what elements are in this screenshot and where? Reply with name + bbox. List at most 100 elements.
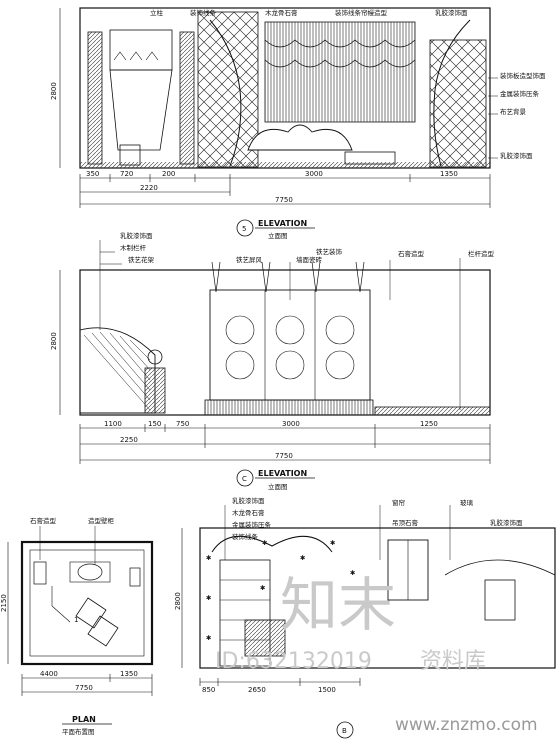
display-shelf: [109, 29, 173, 71]
top-total: 7750: [275, 196, 293, 204]
top-right-labels: 装饰板造型饰面 金属装饰压条 布艺背景 乳胶漆饰面: [488, 71, 546, 160]
step: [374, 406, 491, 416]
mid-height-dim: 2800: [50, 332, 58, 350]
bottom-label-7: 玻璃: [460, 498, 474, 507]
svg-text:✱: ✱: [350, 569, 355, 577]
mid-total: 7750: [275, 452, 293, 460]
top-seg-2: 720: [120, 170, 133, 178]
plan-total: 7750: [75, 684, 93, 692]
svg-text:✱: ✱: [206, 594, 211, 602]
desk-unit: [244, 619, 286, 657]
top-seg-1: 350: [86, 170, 99, 178]
label-paint-right: 乳胶漆饰面: [500, 151, 533, 160]
mid-seg-6: 1250: [420, 420, 438, 428]
screen-base: [204, 399, 374, 416]
top-labels: 立柱 装饰线条 木龙骨石膏 装饰线条帘幔造型 乳胶漆饰面: [150, 8, 468, 17]
mid-label-4: 铁艺装饰: [316, 247, 343, 256]
mid-seg-3: 750: [176, 420, 189, 428]
top-seg-3: 200: [162, 170, 175, 178]
svg-text:✱: ✱: [330, 539, 335, 547]
mid-label-2: 木制栏杆: [120, 243, 147, 252]
top-elevation: 2800 立柱 装饰线条 木龙骨石膏 装饰线条帘幔造型 乳胶漆饰面 装饰板造型饰…: [50, 7, 546, 240]
top-title-sub: 立面图: [268, 231, 288, 240]
label-paint: 乳胶漆饰面: [435, 8, 468, 17]
curtain-drape: [264, 21, 416, 123]
mid-dimensions: 1100 150 750 2250 3000 1250 7750: [79, 420, 491, 464]
mid-label-8: 栏杆造型: [468, 249, 495, 258]
svg-text:✱: ✱: [262, 539, 267, 547]
bottom-label-8: 乳胶漆饰面: [490, 518, 523, 527]
label-strip: 金属装饰压条: [500, 89, 540, 98]
svg-text:✱: ✱: [300, 554, 305, 562]
label-panel: 装饰板造型饰面: [500, 71, 546, 80]
bottom-seg-2: 2650: [248, 686, 266, 694]
bottom-seg-1: 850: [202, 686, 215, 694]
bookcase: [219, 559, 271, 667]
bottom-label-2: 木龙骨石膏: [232, 508, 265, 517]
label-curtain: 装饰线条帘幔造型: [335, 8, 388, 17]
middle-elevation: 2800 乳胶漆饰面 木制栏杆 铁艺花架 铁艺装饰 铁艺屏风 墙面瓷砖 石膏造型…: [50, 231, 495, 491]
top-seg-4: 3000: [305, 170, 323, 178]
stair-railing: [79, 327, 156, 414]
bottom-label-4: 装饰线条: [232, 532, 259, 541]
mid-seg-4: 2250: [120, 436, 138, 444]
watermark-brand: 知末: [280, 571, 396, 639]
plan-height-dim: 2150: [0, 594, 8, 612]
label-fabric: 布艺背景: [500, 107, 527, 116]
mid-title-number: C: [242, 475, 247, 483]
bottom-elevation-frame: [199, 527, 556, 669]
top-dimensions: 350 720 200 3000 1350 2220 7750: [79, 170, 491, 208]
mid-label-5: 铁艺屏风: [236, 255, 263, 264]
svg-text:✱: ✱: [206, 554, 211, 562]
svg-text:✱: ✱: [206, 634, 211, 642]
plan-desk: [75, 597, 107, 629]
bottom-title-marker: [336, 721, 354, 739]
plan-view: 1 石膏造型 造型壁柜 2150 4400 1350 7750 PLAN 平面布…: [0, 516, 154, 736]
right-pillar: [179, 31, 195, 165]
mid-title-sub: 立面图: [268, 482, 288, 491]
mid-label-1: 乳胶漆饰面: [120, 231, 153, 240]
plan-label-left: 石膏造型: [30, 516, 57, 525]
plan-subtitle: 平面布置图: [62, 727, 95, 736]
svg-text:✱: ✱: [260, 584, 265, 592]
top-subtotal: 2220: [140, 184, 158, 192]
bottom-title-number: B: [342, 727, 347, 735]
plan-walls: [20, 540, 154, 666]
bottom-dimensions: 850 2650 1500: [199, 678, 361, 694]
diamond-panel-left: [197, 11, 259, 168]
plan-table: [77, 563, 103, 581]
door-frame: [109, 69, 173, 151]
bottom-elevation: ✱✱ ✱✱ ✱✱ ✱✱ 2800 乳胶漆饰面 木龙骨石膏 金属装饰压条 装饰线条…: [174, 496, 556, 739]
bottom-height-dim: 2800: [174, 592, 182, 610]
top-height-dim: 2800: [50, 82, 58, 100]
iron-screen: [209, 289, 371, 401]
left-pillar: [87, 31, 103, 165]
bottom-label-5: 窗帘: [392, 498, 406, 507]
label-pillar: 立柱: [150, 8, 164, 17]
plan-title: PLAN: [72, 715, 96, 724]
top-title-text: ELEVATION: [258, 219, 307, 228]
mid-label-3: 铁艺花架: [128, 255, 155, 264]
watermark-library: 资料库: [420, 649, 486, 674]
top-seg-5: 1350: [440, 170, 458, 178]
diamond-panel-right: [429, 39, 487, 168]
sofa: [247, 124, 353, 151]
mid-title: C ELEVATION 立面图: [236, 469, 315, 491]
bottom-label-1: 乳胶漆饰面: [232, 496, 265, 505]
watermark: 知末 ID:632132019 资料库 www.znzmo.com: [215, 571, 538, 735]
mid-label-7: 石膏造型: [398, 249, 425, 258]
label-trim: 装饰线条: [190, 8, 217, 17]
arch: [211, 535, 333, 553]
watermark-id: ID:632132019: [215, 649, 372, 674]
plan-cabinet: [33, 561, 47, 585]
watermark-site: www.znzmo.com: [395, 715, 538, 735]
mid-elevation-frame: [79, 269, 491, 416]
plan-seg-2: 1350: [120, 670, 138, 678]
plan-tag: 1: [74, 616, 78, 624]
mid-label-6: 墙面瓷砖: [296, 255, 323, 264]
plan-seg-1: 4400: [40, 670, 58, 678]
mid-seg-2: 150: [148, 420, 161, 428]
top-title: 5 ELEVATION 立面图: [236, 219, 315, 240]
mid-seg-1: 1100: [104, 420, 122, 428]
